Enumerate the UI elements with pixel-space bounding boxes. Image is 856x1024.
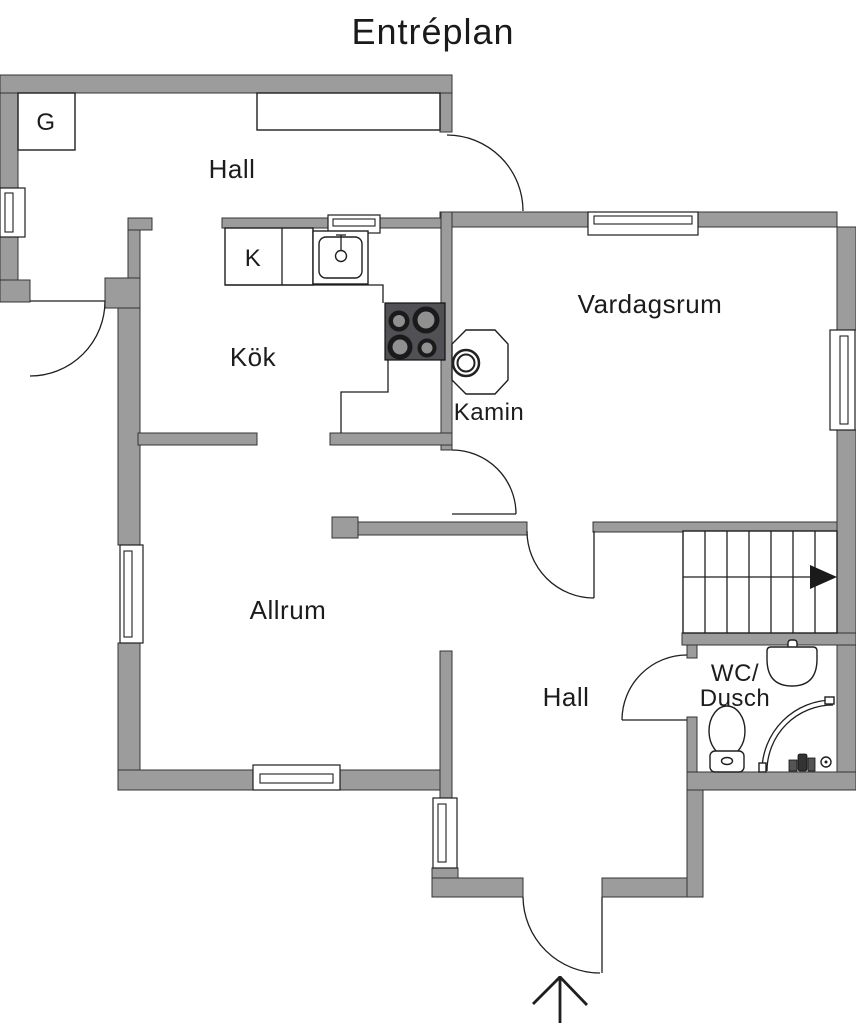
label-kamin: Kamin xyxy=(454,399,525,426)
door-hall-vardagsrum xyxy=(446,134,524,212)
wall-south-right xyxy=(339,769,441,791)
doors xyxy=(29,134,688,974)
wall-allrum-east xyxy=(439,650,453,799)
wall-wc-door-stub xyxy=(686,644,698,659)
corner-shower xyxy=(758,696,835,773)
kitchen-fixtures xyxy=(225,230,446,433)
wall-wc-south xyxy=(686,771,856,791)
fridge-k-box xyxy=(224,227,314,286)
wall-east-lower xyxy=(836,429,856,773)
room-label-wc-line2: Dusch xyxy=(700,685,771,712)
wall-top xyxy=(0,74,453,94)
stove-four-burners xyxy=(384,302,446,361)
wall-mid-cap xyxy=(331,516,359,539)
wall-wc-west xyxy=(686,716,698,773)
wall-ne-stub xyxy=(439,92,453,133)
counter-edge-side xyxy=(340,360,389,433)
wall-east-upper xyxy=(836,226,856,331)
washbasin xyxy=(766,639,818,687)
label-fridge-k: K xyxy=(245,245,262,272)
counter-edge-top xyxy=(225,284,384,303)
kitchen-sink xyxy=(312,230,369,285)
door-kok-passage xyxy=(451,449,517,515)
shower-head-icon xyxy=(807,757,816,772)
room-label-hall-upper: Hall xyxy=(209,154,256,184)
wardrobe-g-box xyxy=(17,92,76,151)
stair-arrow-icon xyxy=(810,565,837,589)
room-label-vardagsrum: Vardagsrum xyxy=(578,289,723,319)
walls xyxy=(0,74,856,898)
door-vardagsrum-hall xyxy=(526,530,595,599)
window-allrum-west xyxy=(119,544,144,644)
entry-arrow-icon xyxy=(532,976,589,1023)
wall-ext-bottom-left xyxy=(431,877,524,898)
wall-allrum-west-upper xyxy=(117,307,141,546)
window-hall-west xyxy=(0,187,26,238)
window-allrum-south xyxy=(252,764,341,791)
wall-west-mid xyxy=(0,236,19,281)
windows xyxy=(0,187,856,869)
room-label-wc-line1: WC/ xyxy=(711,660,759,687)
wall-ext-east xyxy=(686,771,704,898)
room-label-hall-lower: Hall xyxy=(543,682,590,712)
page-title: Entréplan xyxy=(351,11,514,52)
storage xyxy=(17,92,441,286)
door-wc xyxy=(621,654,688,721)
wall-vardagsrum-top-right xyxy=(697,211,838,228)
wall-vardagsrum-top-left xyxy=(439,211,589,228)
staircase xyxy=(682,530,838,634)
wall-stairs-bottom xyxy=(681,632,856,646)
room-label-allrum: Allrum xyxy=(250,595,327,625)
wall-kitchen-top-left xyxy=(221,217,329,229)
wall-allrum-west-lower xyxy=(117,642,141,791)
shower-mixer-icon xyxy=(788,759,798,772)
wall-hall-stub-v xyxy=(127,229,141,279)
room-labels: Entréplan Hall Kök Vardagsrum Kamin Allr… xyxy=(36,11,771,712)
wall-kitchen-bottom-right xyxy=(329,432,453,446)
faucet-icon xyxy=(334,249,348,263)
label-wardrobe-g: G xyxy=(36,109,55,136)
entry-door-swing xyxy=(522,896,603,974)
window-vardagsrum-east xyxy=(829,329,856,431)
wall-entry-left-block xyxy=(0,279,31,303)
wall-mid xyxy=(357,521,528,536)
window-vardagsrum-top xyxy=(587,211,699,236)
window-hall-ext-west xyxy=(432,797,458,869)
closet-row xyxy=(256,92,441,131)
fireplace-kamin xyxy=(451,329,509,395)
front-door-swing xyxy=(29,300,106,377)
wall-west-upper xyxy=(0,92,19,189)
room-label-kok: Kök xyxy=(230,342,277,372)
wall-kitchen-top-right xyxy=(379,217,442,229)
wall-kitchen-bottom-left xyxy=(137,432,258,446)
bathroom-fixtures xyxy=(708,639,835,773)
flush-button-icon xyxy=(720,756,734,766)
shower-handle-icon xyxy=(797,753,808,772)
toilet xyxy=(708,705,746,773)
wall-hall-stub-h xyxy=(127,217,153,231)
wall-south-left xyxy=(117,769,254,791)
wall-entry-right-block xyxy=(104,277,141,309)
